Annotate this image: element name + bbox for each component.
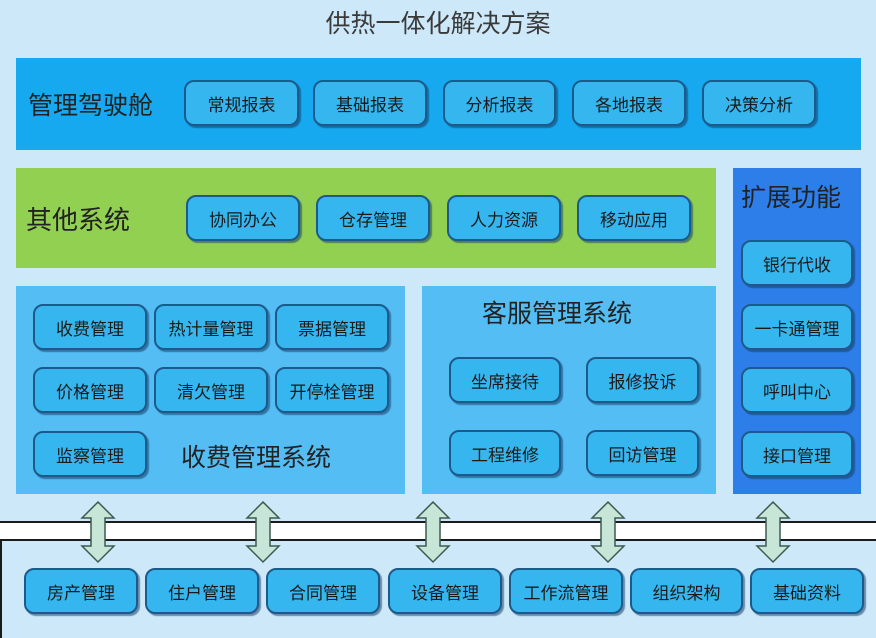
other-item-hr[interactable]: 人力资源 [447,195,561,241]
extension-item-card-management[interactable]: 一卡通管理 [741,304,853,350]
cockpit-item-base-report[interactable]: 基础报表 [313,80,427,126]
double-arrow-icon [415,500,451,564]
base-item-base-data[interactable]: 基础资料 [750,568,864,614]
double-arrow-icon [245,500,281,564]
service-label: 客服管理系统 [482,299,633,328]
extension-panel: 扩展功能 银行代收 一卡通管理 呼叫中心 接口管理 [733,168,861,494]
billing-item-valve-management[interactable]: 开停栓管理 [275,367,389,413]
cockpit-item-decision-analysis[interactable]: 决策分析 [702,80,816,126]
base-item-organization[interactable]: 组织架构 [630,568,743,614]
billing-item-fee-management[interactable]: 收费管理 [33,304,147,350]
extension-label: 扩展功能 [741,183,842,212]
base-item-equipment[interactable]: 设备管理 [388,568,502,614]
extension-item-call-center[interactable]: 呼叫中心 [741,367,853,413]
other-systems-panel: 其他系统 协同办公 仓存管理 人力资源 移动应用 [16,168,716,268]
connector-arrows [80,500,791,564]
service-panel: 客服管理系统 坐席接待 报修投诉 工程维修 回访管理 [422,286,716,494]
double-arrow-icon [590,500,626,564]
cockpit-label: 管理驾驶舱 [28,91,154,120]
extension-item-bank-collection[interactable]: 银行代收 [741,240,853,286]
cockpit-item-analysis-report[interactable]: 分析报表 [443,80,556,126]
billing-label: 收费管理系统 [181,443,332,472]
billing-panel: 收费管理 热计量管理 票据管理 价格管理 清欠管理 开停栓管理 监察管理 收费管… [16,286,405,494]
page-title: 供热一体化解决方案 [325,9,551,38]
service-item-reception[interactable]: 坐席接待 [449,357,561,403]
double-arrow-icon [755,500,791,564]
billing-item-heat-metering[interactable]: 热计量管理 [154,304,268,350]
billing-item-price-management[interactable]: 价格管理 [33,367,147,413]
double-arrow-icon [80,500,116,564]
billing-item-invoice-management[interactable]: 票据管理 [275,304,389,350]
cockpit-item-regional-report[interactable]: 各地报表 [572,80,686,126]
extension-item-interface-management[interactable]: 接口管理 [741,431,853,477]
service-item-engineering-repair[interactable]: 工程维修 [449,430,561,476]
billing-item-arrears-management[interactable]: 清欠管理 [154,367,268,413]
other-systems-label: 其他系统 [26,206,131,236]
other-item-collab-office[interactable]: 协同办公 [186,195,300,241]
base-item-resident[interactable]: 住户管理 [145,568,259,614]
service-item-repair-complaint[interactable]: 报修投诉 [586,357,699,403]
base-item-contract[interactable]: 合同管理 [266,568,380,614]
billing-item-inspection-management[interactable]: 监察管理 [33,431,147,477]
cockpit-panel: 管理驾驶舱 常规报表 基础报表 分析报表 各地报表 决策分析 [16,58,861,150]
base-item-workflow[interactable]: 工作流管理 [509,568,623,614]
other-item-mobile[interactable]: 移动应用 [577,195,691,241]
other-item-warehouse[interactable]: 仓存管理 [316,195,430,241]
service-item-follow-up[interactable]: 回访管理 [586,430,699,476]
base-item-property[interactable]: 房产管理 [24,568,138,614]
cockpit-item-regular-report[interactable]: 常规报表 [184,80,299,126]
